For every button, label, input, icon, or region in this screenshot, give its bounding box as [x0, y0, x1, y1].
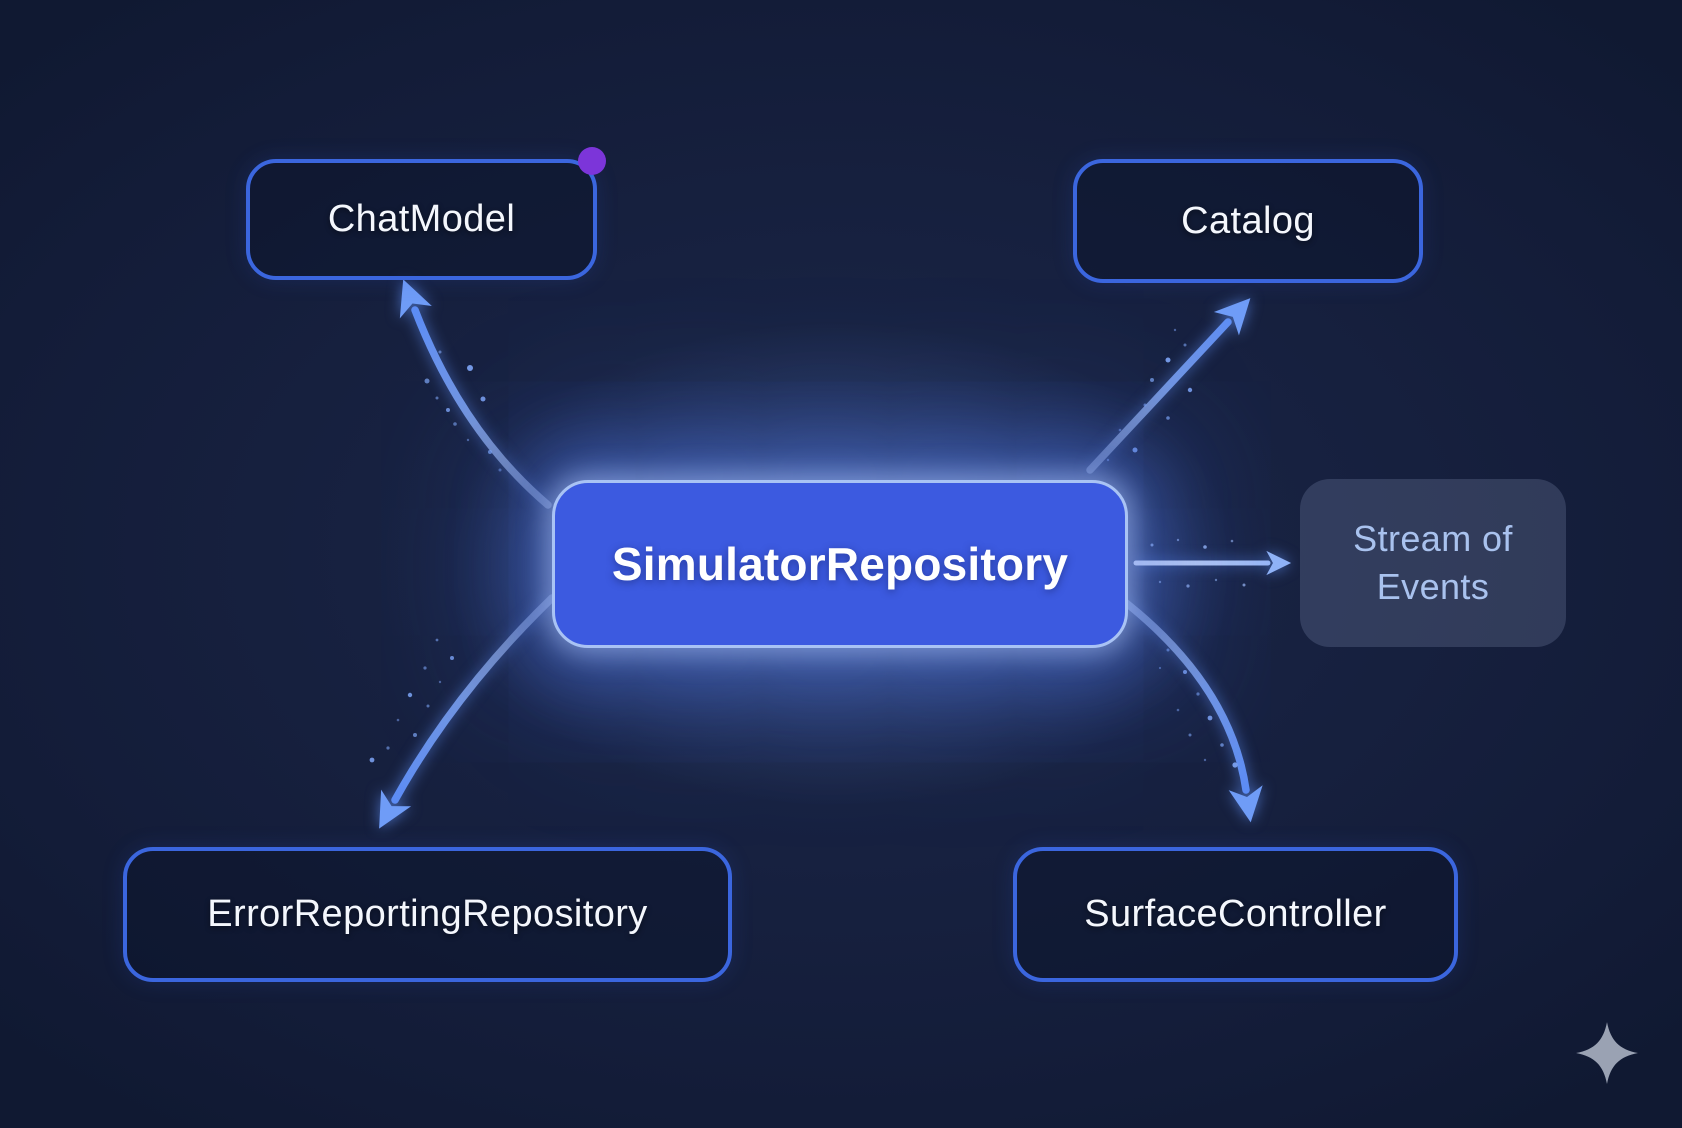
- node-catalog-label: Catalog: [1181, 199, 1315, 242]
- node-chatmodel-label: ChatModel: [327, 198, 516, 240]
- purple-status-dot: [578, 147, 606, 175]
- arrow-center-to-chatmodel: [399, 279, 552, 509]
- node-simulatorrepository: SimulatorRepository: [552, 480, 1128, 648]
- arrow-center-to-surfacecontroller: [1108, 588, 1263, 823]
- particle-dots-top-right: [1106, 328, 1193, 462]
- node-errorreportingrepository-label: ErrorReportingRepository: [207, 893, 648, 935]
- node-stream-of-events-label: Stream of Events: [1353, 518, 1513, 607]
- node-surfacecontroller: SurfaceController: [1013, 847, 1458, 982]
- particle-dots-stream: [1150, 538, 1246, 588]
- particle-dots-top-left: [424, 350, 502, 472]
- node-chatmodel: ChatModel: [246, 159, 597, 280]
- node-simulatorrepository-label: SimulatorRepository: [611, 538, 1069, 590]
- node-errorreportingrepository: ErrorReportingRepository: [123, 847, 732, 982]
- node-surfacecontroller-label: SurfaceController: [1084, 893, 1387, 935]
- node-stream-of-events: Stream of Events: [1300, 479, 1566, 647]
- node-catalog: Catalog: [1073, 159, 1423, 283]
- sparkle-icon: [1576, 1022, 1638, 1084]
- particle-dots-bottom-left: [369, 638, 454, 763]
- particle-dots-bottom-right: [1158, 648, 1238, 768]
- arrow-center-to-catalog: [1086, 298, 1251, 474]
- arrow-center-to-errorreportingrepository: [379, 594, 556, 829]
